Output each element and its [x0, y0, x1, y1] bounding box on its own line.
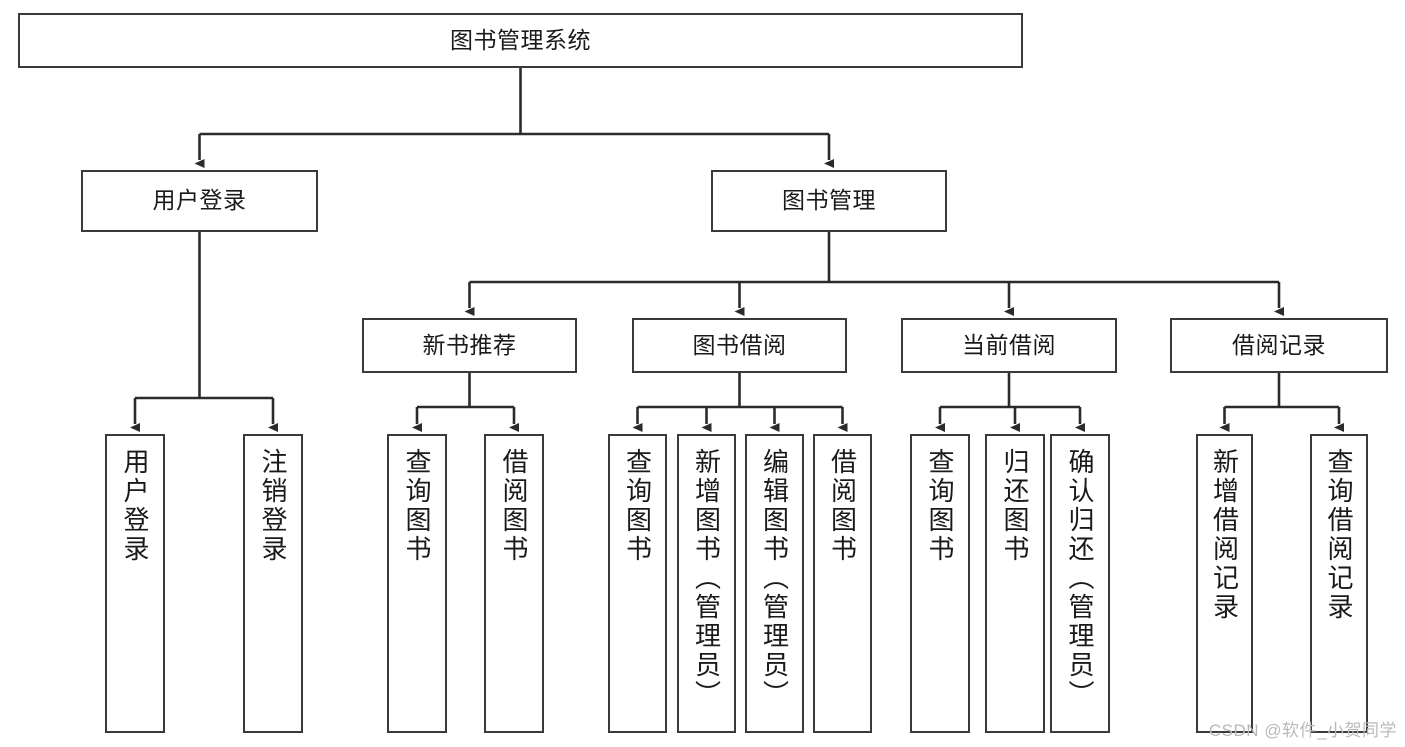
node-label-leaf-edit-book: 编辑图书（管理员）: [759, 448, 790, 709]
node-borrow-record[interactable]: 借阅记录: [1170, 318, 1388, 373]
node-book-borrow[interactable]: 图书借阅: [632, 318, 847, 373]
node-leaf-borrow-book-2[interactable]: 借阅图书: [813, 434, 872, 733]
node-new-book-rec[interactable]: 新书推荐: [362, 318, 577, 373]
node-leaf-confirm-return[interactable]: 确认归还（管理员）: [1050, 434, 1110, 733]
node-book-manage[interactable]: 图书管理: [711, 170, 947, 232]
node-label-leaf-return-book: 归还图书: [1000, 448, 1030, 564]
node-leaf-return-book[interactable]: 归还图书: [985, 434, 1045, 733]
node-root[interactable]: 图书管理系统: [18, 13, 1023, 68]
node-leaf-query-record[interactable]: 查询借阅记录: [1310, 434, 1368, 733]
node-current-borrow[interactable]: 当前借阅: [901, 318, 1117, 373]
node-label-leaf-confirm-return: 确认归还（管理员）: [1065, 448, 1095, 709]
node-label-leaf-borrow-book-1: 借阅图书: [499, 448, 529, 564]
node-leaf-edit-book[interactable]: 编辑图书（管理员）: [745, 434, 804, 733]
node-leaf-query-book-3[interactable]: 查询图书: [910, 434, 970, 733]
node-leaf-logout[interactable]: 注销登录: [243, 434, 303, 733]
csdn-watermark: CSDN @软件_小贺同学: [1208, 721, 1397, 740]
node-leaf-add-record[interactable]: 新增借阅记录: [1196, 434, 1253, 733]
node-label-leaf-add-record: 新增借阅记录: [1209, 448, 1240, 622]
node-label-book-manage: 图书管理: [782, 187, 876, 214]
node-label-leaf-logout: 注销登录: [258, 448, 288, 564]
node-user-login[interactable]: 用户登录: [81, 170, 318, 232]
node-label-leaf-query-record: 查询借阅记录: [1324, 448, 1354, 622]
node-label-current-borrow: 当前借阅: [962, 331, 1056, 358]
node-label-user-login: 用户登录: [152, 187, 247, 214]
node-leaf-query-book-1[interactable]: 查询图书: [387, 434, 447, 733]
node-label-leaf-user-login: 用户登录: [120, 448, 150, 564]
node-leaf-borrow-book-1[interactable]: 借阅图书: [484, 434, 544, 733]
node-label-new-book-rec: 新书推荐: [422, 331, 517, 358]
node-leaf-query-book-2[interactable]: 查询图书: [608, 434, 667, 733]
node-label-book-borrow: 图书借阅: [692, 331, 787, 358]
node-label-root: 图书管理系统: [450, 26, 591, 53]
node-label-leaf-query-book-2: 查询图书: [622, 448, 653, 564]
node-label-leaf-query-book-1: 查询图书: [402, 448, 432, 564]
node-label-leaf-query-book-3: 查询图书: [925, 448, 955, 564]
node-leaf-add-book[interactable]: 新增图书（管理员）: [677, 434, 736, 733]
node-label-leaf-add-book: 新增图书（管理员）: [691, 448, 722, 709]
node-label-borrow-record: 借阅记录: [1232, 331, 1326, 358]
node-label-leaf-borrow-book-2: 借阅图书: [827, 448, 858, 564]
node-leaf-user-login[interactable]: 用户登录: [105, 434, 165, 733]
